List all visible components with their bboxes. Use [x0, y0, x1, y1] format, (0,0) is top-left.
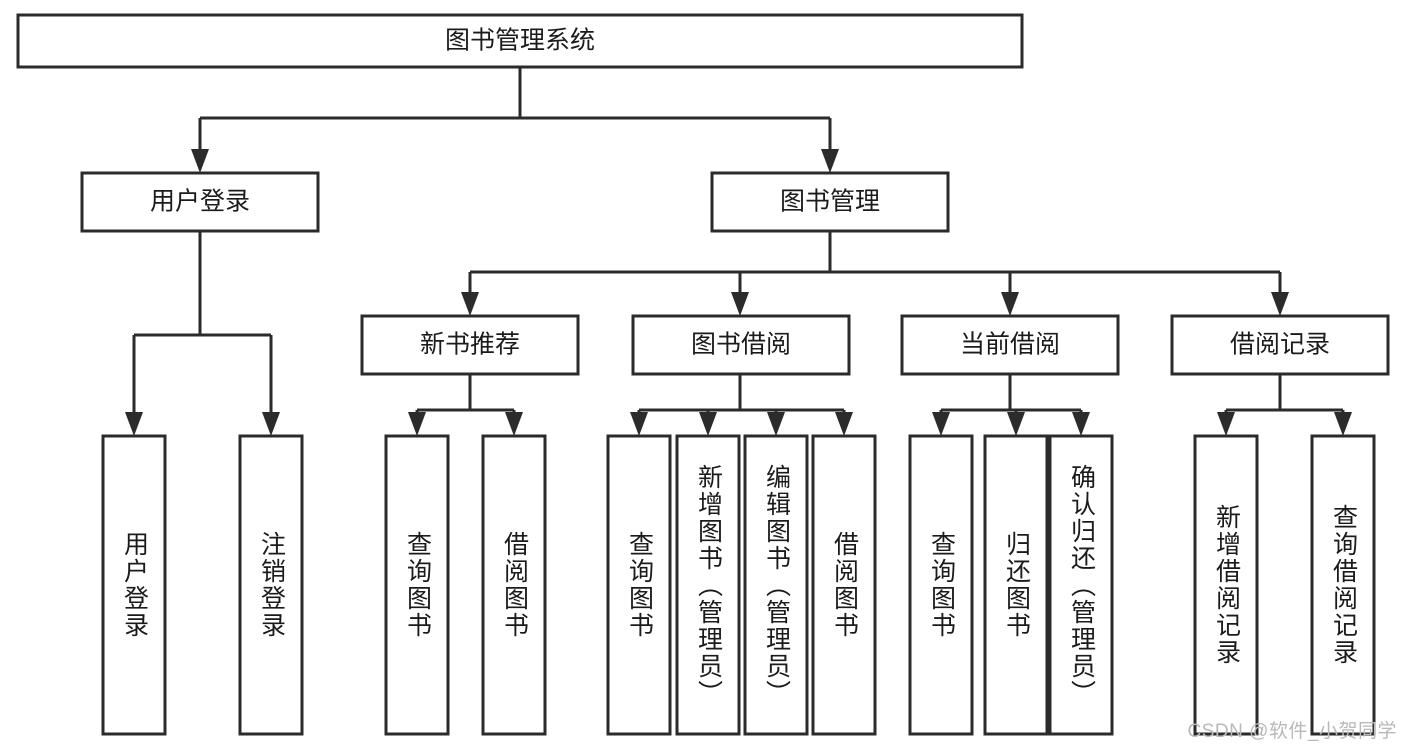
node-leaf-7[interactable] — [811, 434, 877, 736]
node-leaf-0[interactable] — [101, 434, 167, 736]
node-leaf-2[interactable] — [384, 434, 450, 736]
arrow-head-icon — [767, 412, 785, 436]
node-level3-2[interactable] — [900, 314, 1120, 376]
arrow-head-icon — [1334, 412, 1352, 436]
arrow-head-icon — [1001, 292, 1019, 316]
node-leaf-11[interactable] — [1193, 434, 1259, 736]
arrow-head-icon — [505, 412, 523, 436]
node-leaf-3[interactable] — [481, 434, 547, 736]
node-root[interactable] — [16, 13, 1024, 69]
node-leaf-4[interactable] — [606, 434, 672, 736]
node-leaf-9[interactable] — [983, 434, 1049, 736]
node-leaf-8[interactable] — [908, 434, 974, 736]
arrow-head-icon — [262, 412, 280, 436]
node-root-label: 图书管理系统 — [445, 27, 595, 55]
arrow-head-icon — [191, 149, 209, 173]
arrow-head-icon — [408, 412, 426, 436]
arrow-head-icon — [699, 412, 717, 436]
arrow-head-icon — [630, 412, 648, 436]
arrow-head-icon — [821, 149, 839, 173]
node-level3-0[interactable] — [360, 314, 580, 376]
arrow-head-icon — [461, 292, 479, 316]
arrow-head-icon — [1217, 412, 1235, 436]
node-level2-label-1: 图书管理 — [780, 188, 880, 216]
arrow-head-icon — [125, 412, 143, 436]
arrow-head-icon — [835, 412, 853, 436]
node-level2-label-0: 用户登录 — [150, 188, 250, 216]
arrow-head-icon — [731, 292, 749, 316]
arrow-head-icon — [1007, 412, 1025, 436]
node-level3-3[interactable] — [1170, 314, 1390, 376]
node-level3-label-3: 借阅记录 — [1230, 331, 1330, 359]
node-leaf-6[interactable] — [743, 434, 809, 736]
connector-lines — [125, 67, 1352, 436]
node-level3-label-0: 新书推荐 — [420, 331, 520, 359]
arrow-head-icon — [1072, 412, 1090, 436]
node-leaf-1[interactable] — [238, 434, 304, 736]
arrow-head-icon — [1271, 292, 1289, 316]
node-level3-1[interactable] — [631, 314, 851, 376]
node-level3-label-1: 图书借阅 — [691, 331, 791, 359]
node-level2-1[interactable] — [710, 171, 950, 233]
node-level3-label-2: 当前借阅 — [960, 331, 1060, 359]
arrow-head-icon — [932, 412, 950, 436]
node-leaf-12[interactable] — [1310, 434, 1376, 736]
node-leaf-5[interactable] — [675, 434, 741, 736]
node-level2-0[interactable] — [80, 171, 320, 233]
node-leaf-10[interactable] — [1048, 434, 1114, 736]
watermark: CSDN @软件_小贺同学 — [1187, 721, 1397, 742]
node-boxes — [16, 13, 1390, 736]
